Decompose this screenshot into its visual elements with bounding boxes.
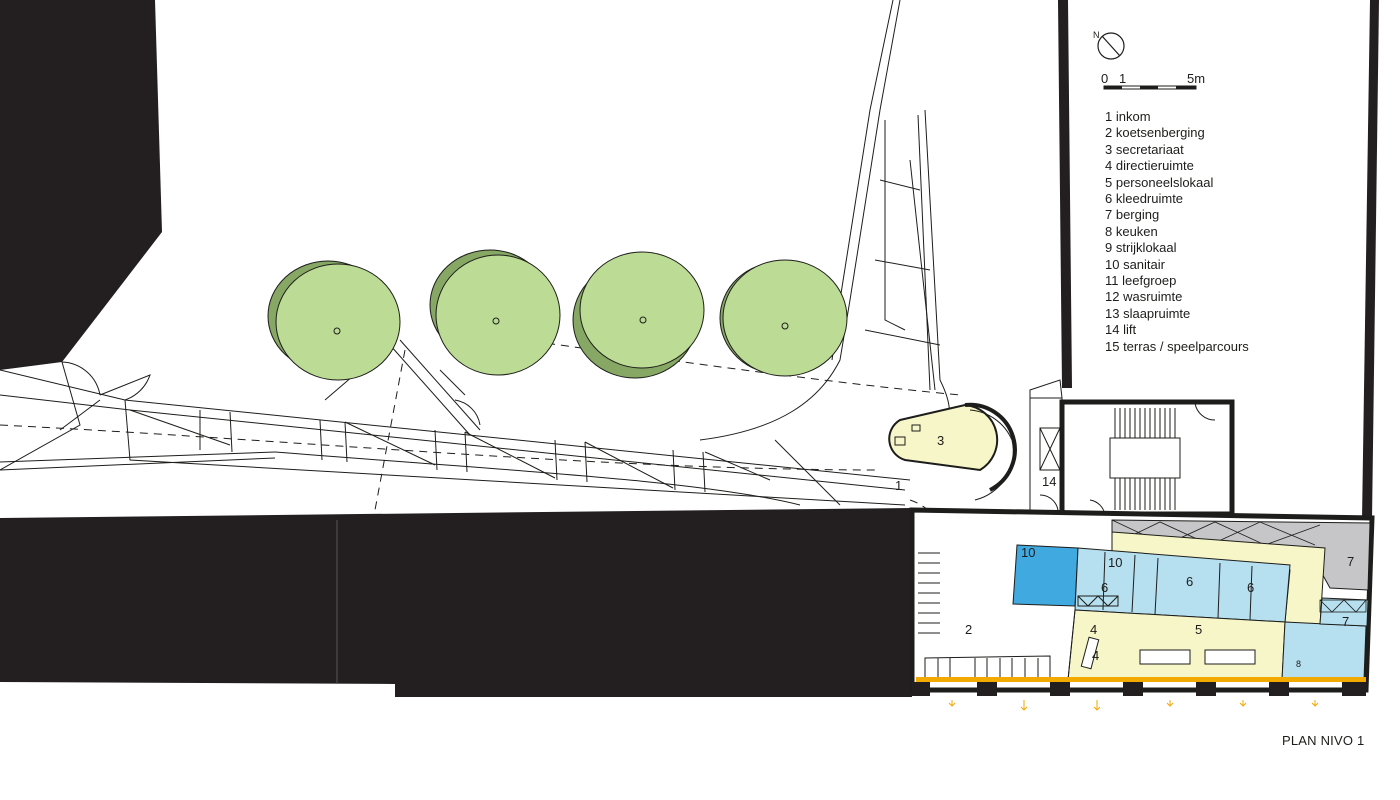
room-number-1: 1	[895, 478, 902, 493]
room-numbers: 1 2 3 4 4 5 6 6 6 7 7 8 10 10 14	[895, 433, 1354, 669]
tree-1	[267, 260, 401, 381]
tree-2	[429, 249, 561, 376]
room-number-10b: 10	[1108, 555, 1122, 570]
legend-item: 6 kleedruimte	[1105, 191, 1184, 207]
scale-bar	[1103, 85, 1197, 90]
legend-item: 2 koetsenberging	[1105, 125, 1205, 141]
stair-core	[1039, 399, 1235, 517]
room-number-4b: 4	[1092, 648, 1099, 663]
legend-item: 3 secretariaat	[1105, 141, 1184, 157]
circulation-lines	[0, 0, 1063, 515]
legend-item: 10 sanitair	[1105, 256, 1165, 272]
room-number-2: 2	[965, 622, 972, 637]
legend-item: 9 strijklokaal	[1105, 240, 1177, 256]
room-number-7a: 7	[1347, 554, 1354, 569]
secretariat-pavilion	[888, 402, 1017, 501]
east-building-outline	[1058, 0, 1072, 388]
legend-item: 15 terras / speelparcours	[1105, 338, 1249, 354]
room-number-6c: 6	[1247, 580, 1254, 595]
neighbour-building-south	[0, 508, 912, 697]
scale-label-zero: 0	[1101, 71, 1109, 86]
tree-4	[719, 259, 848, 377]
room-number-3: 3	[937, 433, 944, 448]
room-number-8: 8	[1296, 659, 1301, 669]
room-number-10a: 10	[1021, 545, 1035, 560]
svg-text:N: N	[1093, 30, 1100, 40]
trees	[267, 249, 848, 381]
legend-item: 4 directieruimte	[1105, 158, 1194, 174]
legend-item: 7 berging	[1105, 207, 1160, 223]
scale-label-one: 1	[1119, 71, 1127, 86]
room-number-14: 14	[1042, 474, 1056, 489]
legend-item: 11 leefgroep	[1105, 273, 1177, 289]
room-number-7b: 7	[1342, 614, 1349, 629]
room-number-4a: 4	[1090, 622, 1097, 637]
room-number-6b: 6	[1186, 574, 1193, 589]
room-legend: 1 inkom 2 koetsenberging 3 secretariaat …	[1105, 109, 1249, 355]
legend-item: 14 lift	[1105, 322, 1137, 338]
neighbour-building-west	[0, 0, 162, 370]
room-number-5: 5	[1195, 622, 1202, 637]
scale-label-five: 5m	[1187, 71, 1206, 86]
main-building	[909, 507, 1375, 711]
legend-item: 13 slaapruimte	[1105, 305, 1191, 321]
tree-3	[572, 251, 705, 379]
north-arrow-icon: N	[1093, 30, 1125, 60]
legend-item: 12 wasruimte	[1105, 289, 1183, 305]
room-number-6a: 6	[1101, 580, 1108, 595]
legend-item: 1 inkom	[1105, 109, 1151, 124]
legend-item: 5 personeelslokaal	[1105, 174, 1214, 190]
legend-item: 8 keuken	[1105, 223, 1158, 239]
plan-title: PLAN NIVO 1	[1282, 733, 1365, 748]
door-swings	[61, 361, 1216, 516]
